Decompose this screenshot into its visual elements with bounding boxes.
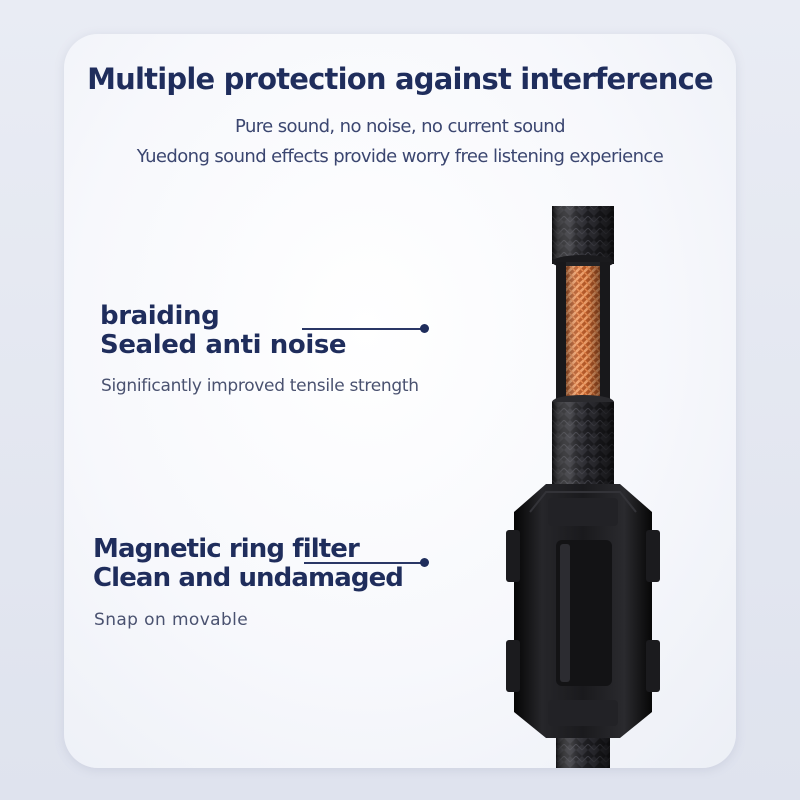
feature-braiding-line-1: braiding xyxy=(100,301,220,331)
subtitle-line-2: Yuedong sound effects provide worry free… xyxy=(136,146,664,167)
feature-braiding-title: braiding Sealed anti noise xyxy=(100,301,347,360)
copper-shield xyxy=(556,262,610,402)
page-title: Multiple protection against interference xyxy=(87,62,714,96)
ferrite-ring xyxy=(506,484,660,738)
feature-magnetic-ring-description: Snap on movable xyxy=(94,610,249,630)
magnetic-ring-leader-dot xyxy=(420,558,429,567)
braiding-leader-line xyxy=(302,328,424,330)
feature-magnetic-ring-title: Magnetic ring filter Clean and undamaged xyxy=(93,534,404,593)
magnetic-ring-leader-line xyxy=(304,562,424,564)
braided-jacket-upper xyxy=(552,206,614,269)
feature-magnetic-ring-line-1: Magnetic ring filter xyxy=(93,534,360,564)
feature-braiding-description: Significantly improved tensile strength xyxy=(101,376,419,396)
feature-braiding-line-2: Sealed anti noise xyxy=(100,330,347,360)
braided-jacket-lower xyxy=(552,395,614,768)
feature-magnetic-ring-line-2: Clean and undamaged xyxy=(93,563,404,593)
subtitle-line-1: Pure sound, no noise, no current sound xyxy=(235,116,566,137)
braiding-leader-dot xyxy=(420,324,429,333)
